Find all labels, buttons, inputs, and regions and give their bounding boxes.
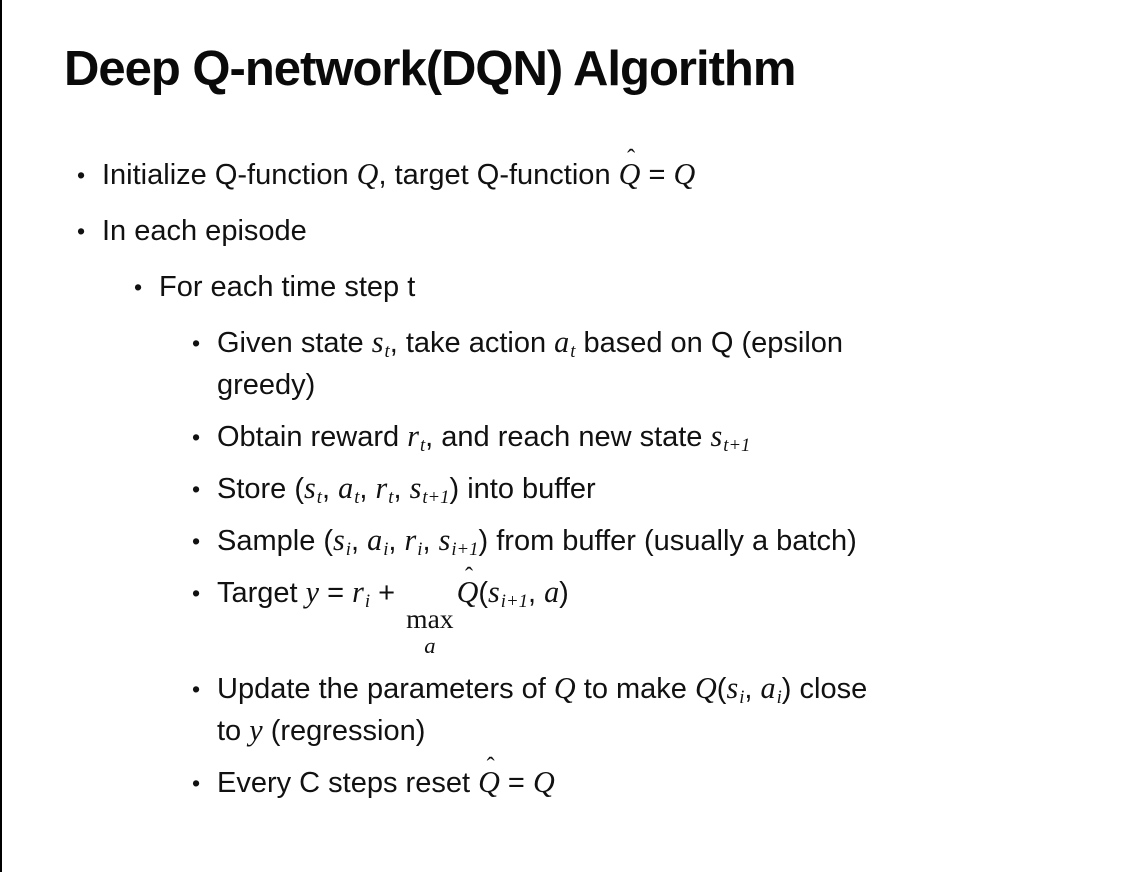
bullet-item: • In each episode — [77, 210, 1094, 252]
math-var: ri — [352, 575, 371, 613]
math-var: st+1 — [710, 419, 751, 457]
math-var: rt — [407, 419, 426, 457]
slide-title: Deep Q-network(DQN) Algorithm — [64, 42, 796, 96]
bullet-icon: • — [192, 476, 201, 502]
bullet-icon: • — [77, 218, 86, 244]
math-var: at — [338, 471, 360, 509]
bullet-text: Obtain reward rt, and reach new state st… — [217, 419, 751, 457]
bullet-item: •Given state st, take action at based on… — [192, 322, 1094, 406]
bullet-item: • Store (st, at, rt, st+1) into buffer — [192, 468, 1094, 510]
bullet-icon: • — [192, 580, 201, 606]
bullet-text: Given state st, take action at based on … — [217, 325, 844, 401]
math-var: st — [371, 325, 390, 363]
math-var: y — [305, 575, 320, 609]
math-var: rt — [375, 471, 394, 509]
math-var: si — [726, 670, 745, 709]
bullet-icon: • — [77, 162, 86, 188]
bullet-text: Sample (si, ai, ri, si+1) from buffer (u… — [217, 523, 857, 561]
bullet-icon: • — [192, 769, 201, 796]
math-var: at — [554, 325, 576, 363]
bullet-text: Store (st, at, rt, st+1) into buffer — [217, 471, 596, 509]
math-var: Q — [694, 670, 717, 705]
math-var: Q — [532, 764, 555, 799]
math-var: ri — [404, 523, 423, 561]
bullet-item: • Sample (si, ai, ri, si+1) from buffer (… — [192, 520, 1094, 562]
bullet-item: • For each time step t — [134, 266, 1094, 308]
bullet-text: Initialize Q-function Q, target Q-functi… — [102, 146, 696, 191]
math-var: Q — [553, 670, 576, 705]
bullet-text: In each episode — [102, 215, 307, 247]
bullet-icon: • — [192, 330, 201, 356]
math-var: st+1 — [409, 471, 450, 509]
math-var: a — [544, 575, 560, 609]
bullet-text: Update the parameters of Q to make Q(si,… — [217, 670, 868, 747]
math-var: ai — [367, 523, 389, 561]
bullet-list: • Initialize Q-function Q, target Q-funct… — [64, 146, 1094, 804]
math-var: Q — [356, 157, 379, 191]
math-var: Q — [673, 157, 696, 191]
bullet-item: • Initialize Q-function Q, target Q-funct… — [77, 146, 1094, 196]
math-var: si — [333, 523, 351, 561]
math-var: y — [249, 712, 263, 747]
math-var: st — [304, 471, 322, 509]
bullet-text: For each time step t — [159, 271, 416, 303]
bullet-icon: • — [192, 675, 201, 702]
bullet-icon: • — [192, 528, 201, 554]
bullet-icon: • — [134, 274, 143, 300]
math-var: si+1 — [438, 523, 479, 561]
bullet-icon: • — [192, 424, 201, 450]
math-var: ai — [760, 670, 782, 709]
bullet-item: • Update the parameters of Q to make Q(si… — [192, 668, 1094, 752]
bullet-item: • Obtain reward rt, and reach new state s… — [192, 416, 1094, 458]
math-var: si+1 — [488, 575, 528, 613]
